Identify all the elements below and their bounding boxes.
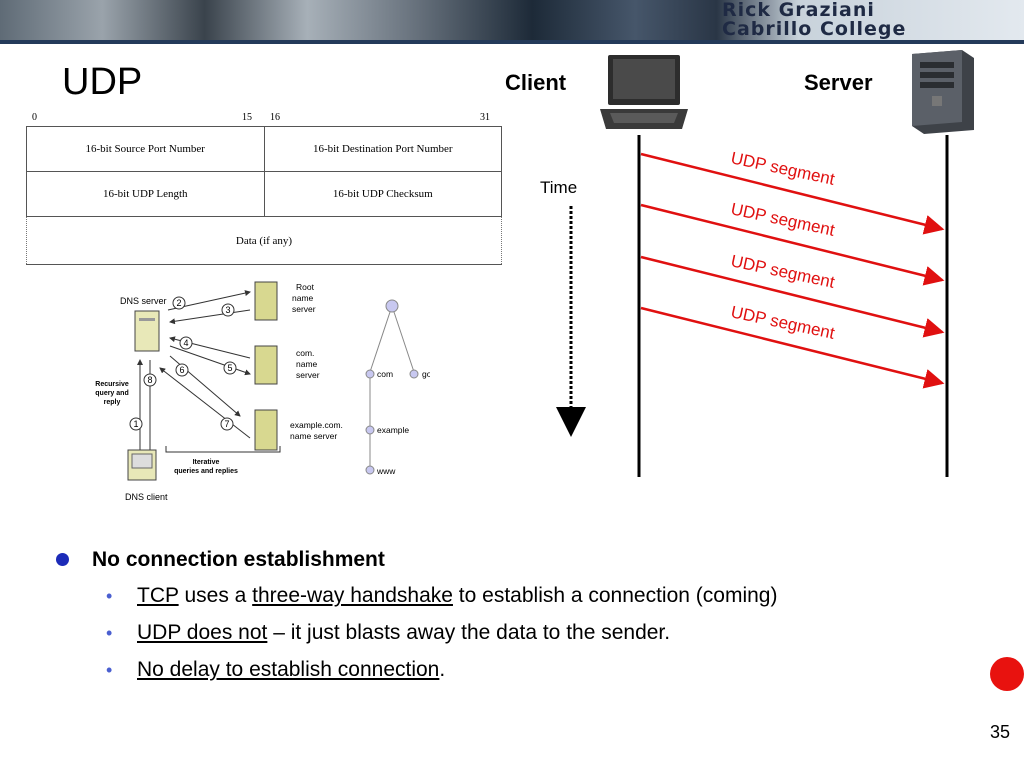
time-label: Time [540,178,578,197]
tree-root-node [385,299,399,313]
bullet-dot-icon: • [106,586,113,606]
segment-arrow [640,203,945,286]
laptop-icon [600,55,688,129]
bullet-main-text: No connection establishment [92,548,385,571]
root-server-label: server [292,304,316,314]
com-server-icon [254,345,278,385]
bullet-list: No connection establishment • TCP uses a… [56,544,956,691]
step-number: 7 [224,419,229,429]
bullet-text: uses a [178,584,253,607]
header-field: 16-bit Destination Port Number [263,126,502,172]
server-tower-icon [912,50,974,134]
dns-resolution-diagram: DNS server Root name server com. name se… [95,281,430,502]
bullet-text: to establish a connection (coming) [452,584,778,607]
udp-header-format: 0 15 16 31 16-bit Source Port Number 16-… [26,112,502,265]
record-indicator[interactable] [990,657,1024,691]
table-row: Data (if any) [26,216,502,265]
step-number: 2 [176,298,181,308]
segment-arrow [640,255,945,338]
banner-title: Rick Graziani Cabrillo College [722,1,906,39]
banner-line-2: Cabrillo College [722,18,907,40]
header-field: 16-bit UDP Checksum [263,171,502,217]
banner-line-1: Rick Graziani [722,0,875,21]
com-server-label: name [296,359,318,369]
dns-server-label: DNS server [120,296,167,306]
bullet-link-text: TCP [137,584,179,607]
header-field: 16-bit Source Port Number [26,126,265,172]
dns-client-label: DNS client [125,492,168,502]
bit-label: 31 [480,112,490,123]
dns-server-icon [134,310,160,352]
server-label: Server [804,70,873,95]
bit-label: 0 [32,112,37,123]
tree-node-label: example [377,425,409,435]
bullet-dot-icon: • [106,623,113,643]
bullet-sub: • TCP uses a three-way handshake to esta… [56,580,956,617]
recursive-label: reply [104,399,121,406]
bullet-main: No connection establishment [56,544,956,580]
data-field: Data (if any) [26,216,502,265]
header-field: 16-bit UDP Length [26,171,265,217]
step-number: 3 [225,305,230,315]
bullet-dot-icon: • [106,660,113,680]
banner-band [0,40,1024,44]
bullet-sub: • No delay to establish connection. [56,654,956,691]
table-row: 16-bit Source Port Number 16-bit Destina… [26,126,502,172]
tree-node-label: gov [422,369,430,379]
bit-label: 16 [270,112,280,123]
example-server-label: example.com. [290,420,343,430]
step-number: 5 [227,363,232,373]
segment-arrow [640,306,945,389]
bit-label: 15 [242,112,252,123]
iterative-label: queries and replies [174,468,238,475]
com-server-label: com. [296,348,314,358]
recursive-label: query and [95,390,128,397]
step-number: 6 [179,365,184,375]
segment-label: UDP segment [729,251,836,292]
root-server-icon [254,281,278,321]
bullet-dot-icon [56,553,69,566]
bullet-link-text: No delay to establish connection [137,658,440,681]
example-server-label: name server [290,431,337,441]
com-server-label: server [296,370,320,380]
segment-label: UDP segment [729,302,836,343]
segment-arrow [640,152,945,235]
header-banner [0,0,1024,44]
table-row: 16-bit UDP Length 16-bit UDP Checksum [26,171,502,217]
example-server-icon [254,409,278,451]
udp-header-table: 16-bit Source Port Number 16-bit Destina… [26,126,502,265]
client-label: Client [505,70,567,95]
recursive-label: Recursive [95,381,129,388]
slide-title: UDP [62,61,143,103]
iterative-label: Iterative [193,459,220,466]
root-server-label: name [292,293,314,303]
bit-positions: 0 15 16 31 [26,112,502,126]
page-number: 35 [990,722,1011,742]
segment-label: UDP segment [729,199,836,240]
bullet-link-text: three-way handshake [252,584,453,607]
udp-timeline-diagram: UDP segment UDP segment UDP segment UDP … [556,135,949,477]
bullet-text: . [439,658,446,681]
root-server-label: Root [296,282,315,292]
segment-label: UDP segment [729,148,836,189]
step-number: 1 [133,419,138,429]
step-number: 4 [183,338,188,348]
tree-node-label: www [376,466,396,476]
bullet-link-text: UDP does not [137,621,268,644]
step-number: 8 [147,375,152,385]
tree-node-label: com [377,369,393,379]
bullet-text: – it just blasts away the data to the se… [267,621,671,644]
bullet-sub: • UDP does not – it just blasts away the… [56,617,956,654]
